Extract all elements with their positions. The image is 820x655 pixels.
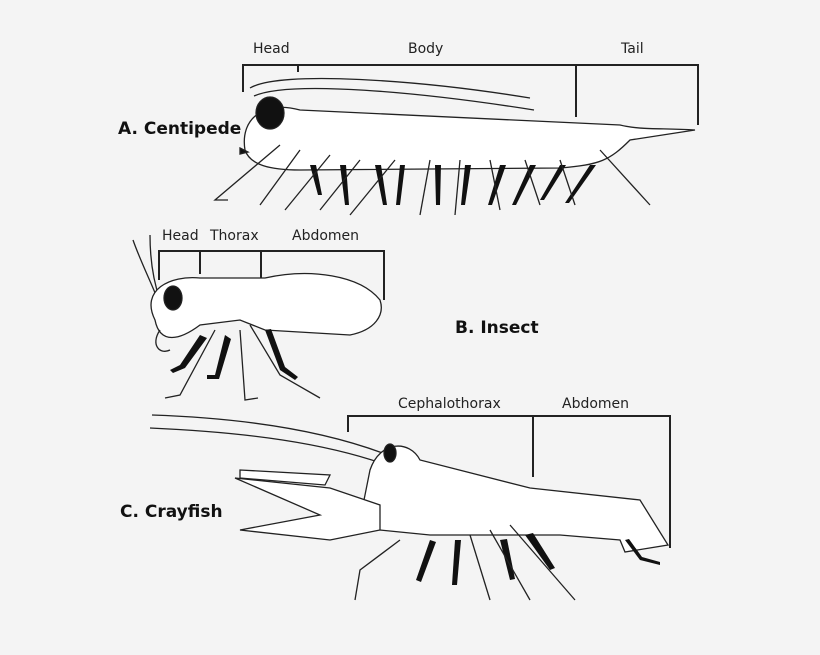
crayfish-label-cephalothorax: Cephalothorax	[398, 396, 501, 412]
centipede-label-tail: Tail	[621, 41, 644, 57]
centipede-label-head: Head	[253, 41, 290, 57]
centipede-title: A. Centipede	[118, 119, 242, 139]
crayfish-bracket	[347, 415, 671, 548]
insect-label-abdomen: Abdomen	[292, 228, 360, 244]
insect-label-head: Head	[162, 228, 199, 244]
crayfish-title: C. Crayfish	[120, 502, 223, 522]
crayfish-illustration	[149, 414, 670, 601]
insect-label-thorax: Thorax	[210, 228, 259, 244]
centipede-label-body: Body	[408, 41, 444, 57]
centipede-bracket	[242, 64, 699, 125]
insect-title: B. Insect	[455, 318, 539, 338]
crayfish-label-abdomen: Abdomen	[562, 396, 630, 412]
insect-illustration	[132, 234, 382, 401]
centipede-illustration	[213, 77, 696, 216]
insect-bracket	[158, 250, 385, 300]
